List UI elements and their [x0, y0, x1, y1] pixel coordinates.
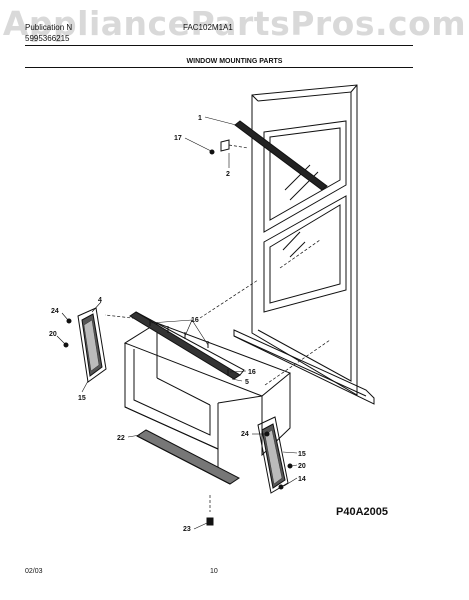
callout-17: 17 [174, 135, 182, 142]
callout-15-left: 15 [78, 395, 86, 402]
callout-22: 22 [117, 435, 125, 442]
part-top-rail-5 [129, 311, 245, 380]
callout-16-top: 16 [191, 317, 199, 324]
callout-20-right: 20 [298, 463, 306, 470]
callout-15-right: 15 [298, 451, 306, 458]
footer-date: 02/03 [25, 568, 43, 575]
part-bottom-rail [136, 429, 240, 485]
section-rule [25, 67, 413, 68]
part-right-side-panel [257, 416, 293, 494]
callout-14: 14 [298, 476, 306, 483]
model-number: FAC102M1A1 [183, 23, 233, 32]
callout-2: 2 [226, 171, 230, 178]
callout-24-left: 24 [51, 308, 59, 315]
publication-number: 5995366215 [25, 34, 70, 43]
publication-label: Publication N [25, 23, 73, 32]
part-screw-23 [206, 517, 214, 526]
leader-lines [56, 116, 298, 530]
callout-24-right: 24 [241, 431, 249, 438]
callout-16-right: 16 [248, 369, 256, 376]
section-title: WINDOW MOUNTING PARTS [186, 58, 283, 65]
callout-1: 1 [198, 115, 202, 122]
part-left-side-panel [63, 307, 107, 383]
callout-20-left: 20 [49, 331, 57, 338]
page-number: 10 [210, 568, 218, 575]
reference-code: P40A2005 [336, 506, 388, 518]
header-rule [25, 45, 413, 46]
part-top-rail [209, 120, 328, 191]
watermark-text: AppliancePartsPros.com [2, 4, 467, 43]
callout-4: 4 [98, 297, 102, 304]
callout-23: 23 [183, 526, 191, 533]
cabinet-sleeve [123, 322, 291, 468]
callout-5: 5 [245, 379, 249, 386]
window-frame [233, 84, 375, 405]
